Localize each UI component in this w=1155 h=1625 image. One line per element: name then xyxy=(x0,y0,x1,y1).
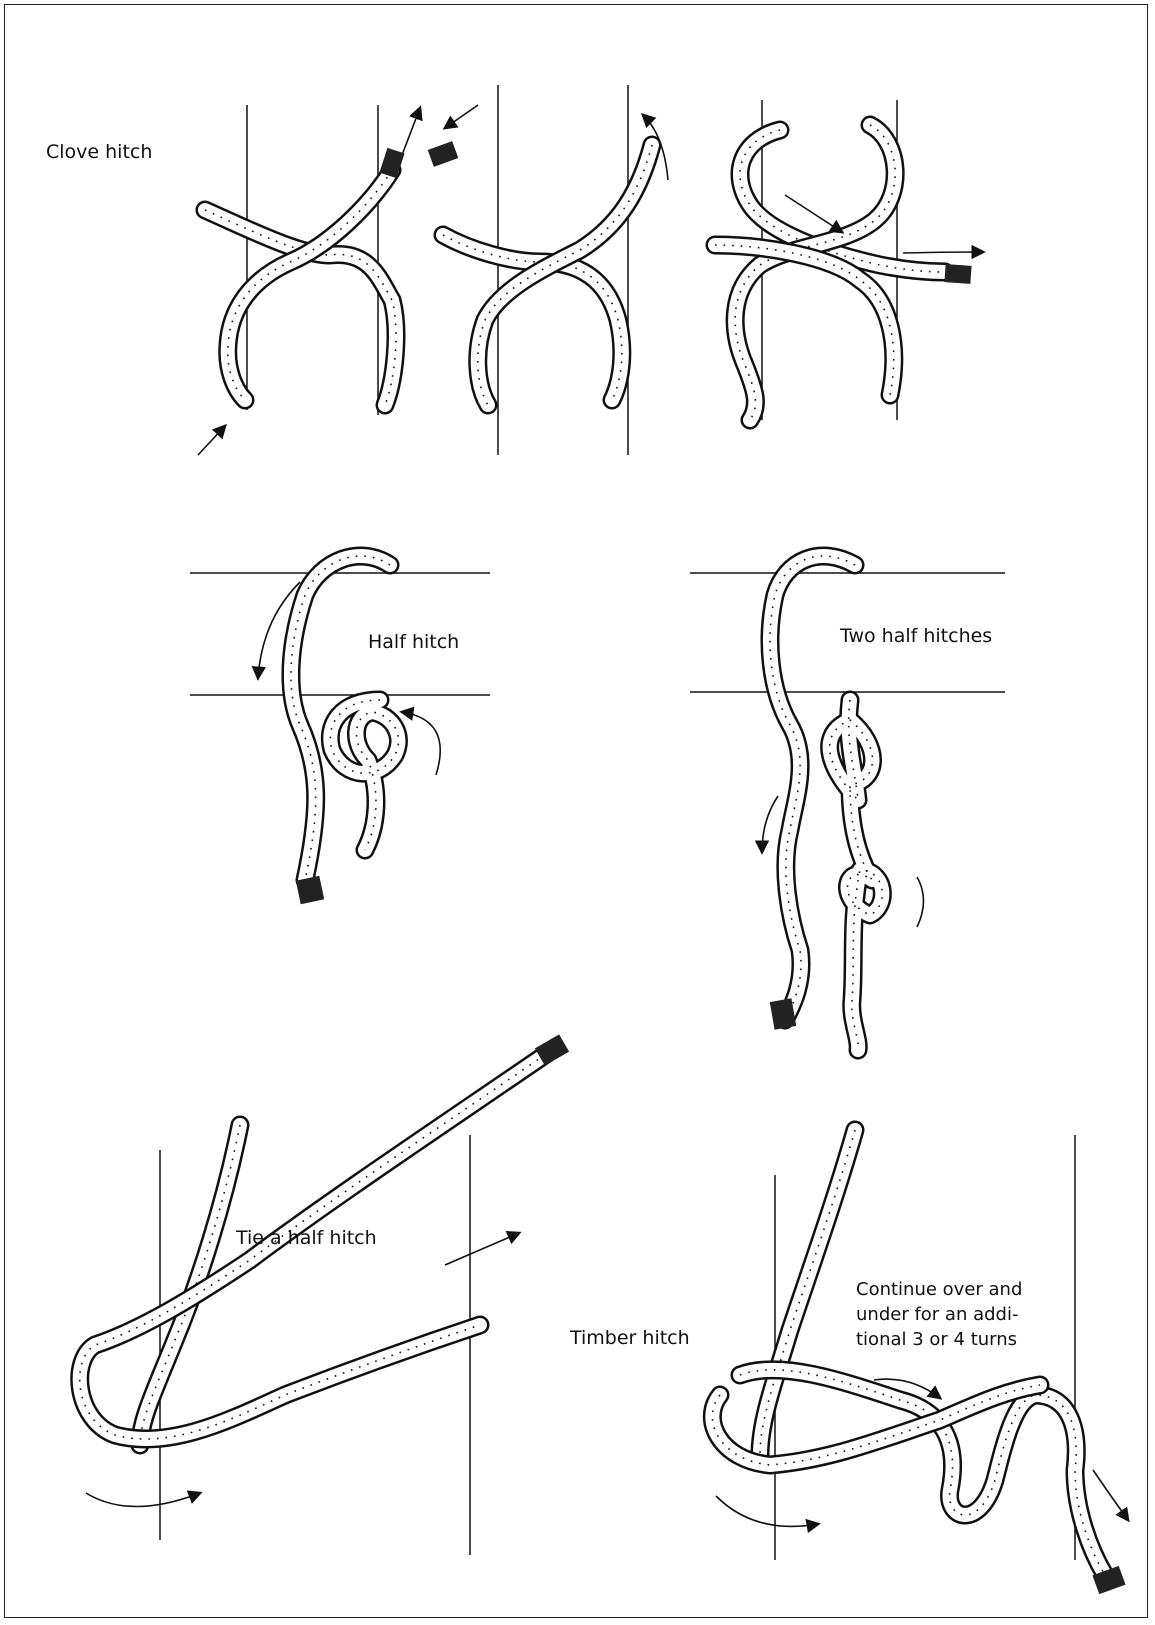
rope-ends xyxy=(296,141,1126,1594)
rope-strand-fill xyxy=(228,170,392,400)
arrow-icon xyxy=(445,1233,519,1265)
arrow-icon xyxy=(903,252,983,253)
arrow-icon xyxy=(445,105,478,128)
rope-strands xyxy=(80,125,1105,1575)
arrow-icon xyxy=(762,796,778,852)
half-hitch-label: Half hitch xyxy=(368,630,459,655)
arrow-icon xyxy=(86,1493,200,1507)
two-half-hitches-label: Two half hitches xyxy=(840,624,992,649)
arrow-icon xyxy=(1093,1470,1128,1520)
arrow-icon xyxy=(198,426,225,455)
timber-hitch-label: Timber hitch xyxy=(570,1326,690,1351)
tie-half-hitch-label: Tie a half hitch xyxy=(236,1226,377,1251)
arrow-icon xyxy=(917,877,924,927)
continue-turns-label: Continue over and under for an addi- tio… xyxy=(856,1277,1022,1352)
arrow-icon xyxy=(785,195,842,232)
arrow-icon xyxy=(716,1496,818,1526)
clove-hitch-label: Clove hitch xyxy=(46,140,152,165)
